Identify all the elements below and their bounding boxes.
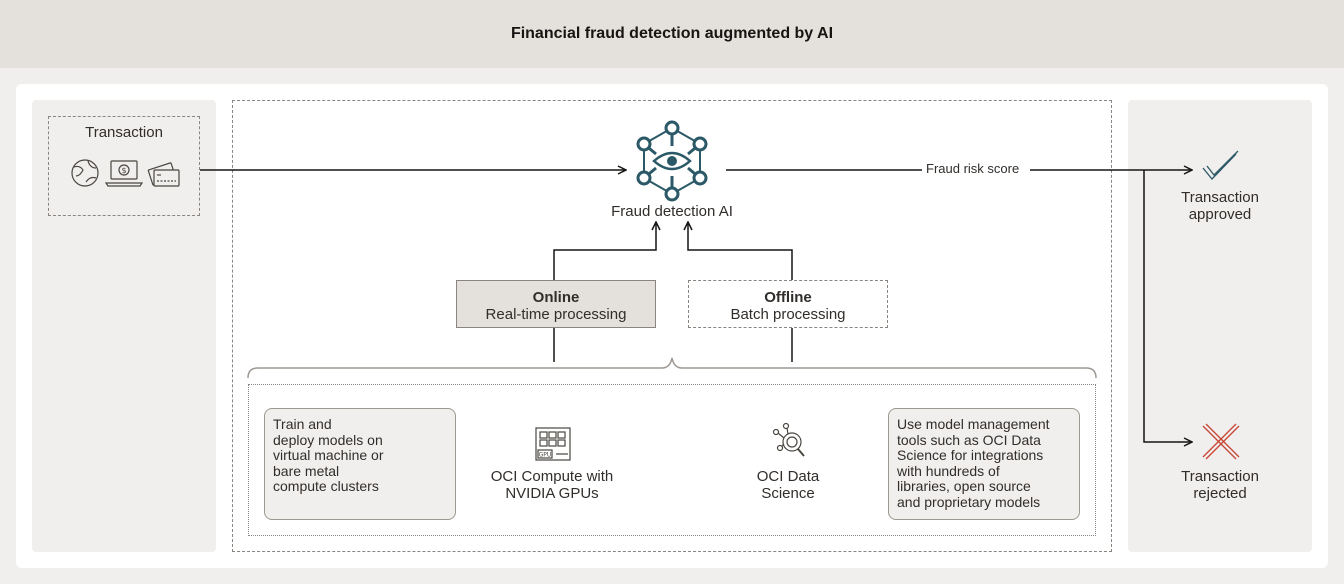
svg-text:GPU: GPU [539, 452, 552, 459]
risk-score-label: Fraud risk score [922, 161, 1024, 177]
rejected-label: Transaction rejected [1150, 468, 1290, 502]
diagram-title: Financial fraud detection augmented by A… [510, 25, 834, 42]
online-title: Online [532, 289, 580, 306]
svg-text:$: $ [121, 166, 126, 175]
label-line: rejected [1193, 485, 1247, 502]
label-line: approved [1188, 206, 1252, 223]
label-line: OCI Data [756, 468, 820, 485]
fraud-ai-label: Fraud detection AI [611, 203, 733, 220]
label-line: NVIDIA GPUs [505, 485, 599, 502]
note-line: virtual machine or [273, 447, 384, 463]
globe-dollar-icon [71, 159, 99, 187]
diagram-header: Financial fraud detection augmented by A… [0, 0, 1344, 68]
offline-to-ai-arrow [688, 222, 793, 280]
offline-title: Offline [764, 289, 812, 306]
credit-card-icon [147, 162, 180, 187]
output-panel [1128, 100, 1312, 552]
note-line: and proprietary models [897, 493, 1041, 510]
train-deploy-note: Train and deploy models on virtual machi… [264, 408, 456, 520]
label-line: Science [761, 485, 815, 502]
note-line: deploy models on [273, 431, 383, 448]
laptop-dollar-icon: $ [104, 160, 144, 187]
note-line: compute clusters [273, 478, 379, 494]
label-line: Transaction [1181, 468, 1259, 485]
offline-processing-card: Offline Batch processing [688, 280, 888, 328]
checkmark-icon [1202, 150, 1239, 180]
online-processing-card: Online Real-time processing [456, 280, 656, 328]
note-line: bare metal [273, 462, 340, 479]
oci-compute-label: OCI Compute with NVIDIA GPUs [462, 468, 642, 502]
rejected-branch-arrow [1143, 170, 1192, 442]
online-to-ai-arrow [553, 222, 656, 280]
label-line: Transaction [1181, 189, 1259, 206]
model-management-note: Use model management tools such as OCI D… [888, 408, 1080, 520]
approved-label: Transaction approved [1150, 189, 1290, 223]
offline-subtitle: Batch processing [730, 306, 846, 323]
ai-platform-area [232, 100, 1112, 552]
infrastructure-box [248, 384, 1096, 536]
oci-data-science-label: OCI Data Science [728, 468, 848, 502]
ai-network-eye-icon [636, 120, 708, 202]
note-line: libraries, open source [897, 478, 1031, 494]
note-line: Use model management [897, 416, 1050, 432]
label-line: OCI Compute with [490, 468, 614, 485]
grouping-brace [247, 357, 1097, 379]
online-subtitle: Real-time processing [485, 306, 627, 323]
data-science-icon [772, 422, 805, 457]
note-line: with hundreds of [897, 462, 1000, 479]
x-mark-icon [1202, 423, 1240, 460]
transaction-box [48, 116, 200, 216]
note-line: Train and [273, 416, 332, 432]
transaction-label: Transaction [85, 124, 163, 141]
note-line: Science for integrations [897, 447, 1044, 463]
gpu-chip-icon: GPU [535, 427, 571, 461]
note-line: tools such as OCI Data [897, 431, 1041, 448]
